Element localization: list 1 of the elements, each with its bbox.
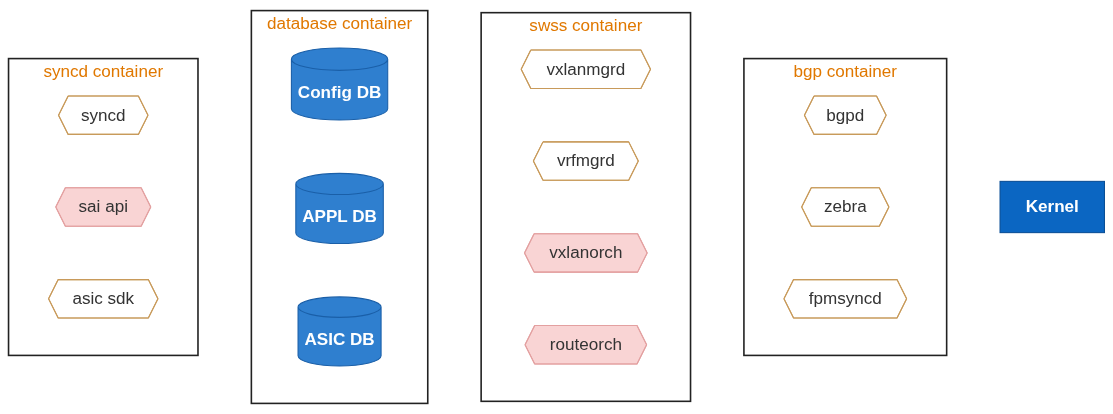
node-box: Kernel bbox=[999, 180, 1105, 234]
